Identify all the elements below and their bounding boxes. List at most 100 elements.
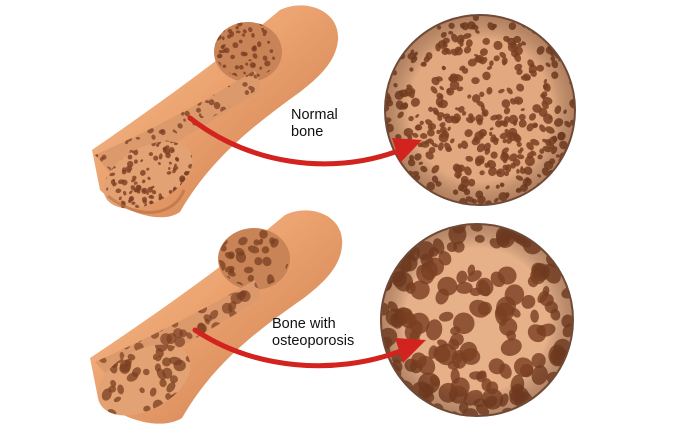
pore xyxy=(552,189,560,200)
pore xyxy=(545,15,555,22)
pore xyxy=(573,169,575,175)
pore xyxy=(261,29,268,34)
pore xyxy=(260,138,264,143)
pore xyxy=(556,233,573,252)
pore xyxy=(118,196,122,201)
pore xyxy=(155,348,164,358)
pore xyxy=(205,100,210,104)
pore xyxy=(169,375,178,384)
osteoporosis-curved-arrow xyxy=(192,327,426,369)
pore xyxy=(159,73,163,77)
pore xyxy=(95,308,100,317)
pore xyxy=(398,228,411,239)
pore xyxy=(132,175,137,180)
pore xyxy=(149,387,157,397)
pore xyxy=(106,123,110,128)
pore xyxy=(174,130,178,134)
pore xyxy=(82,318,96,332)
pore xyxy=(149,200,153,205)
pore xyxy=(564,376,573,394)
pore xyxy=(200,115,204,119)
pore xyxy=(183,206,190,214)
pore xyxy=(563,388,573,409)
pore xyxy=(107,300,115,309)
pore xyxy=(162,280,171,286)
pore xyxy=(126,83,133,90)
pore xyxy=(547,203,558,205)
pore xyxy=(559,236,573,257)
pore xyxy=(567,199,572,203)
pore xyxy=(381,384,390,403)
pore xyxy=(523,197,532,205)
pore xyxy=(186,332,193,339)
pore xyxy=(547,186,552,192)
pore xyxy=(545,183,553,193)
pore xyxy=(378,131,383,137)
pore xyxy=(541,190,546,195)
pore xyxy=(268,174,274,180)
pore xyxy=(135,73,142,80)
pore xyxy=(133,149,139,156)
pore xyxy=(230,54,236,60)
pore xyxy=(516,201,526,205)
pore xyxy=(388,157,395,164)
pore xyxy=(538,189,544,194)
pore xyxy=(244,373,253,383)
pore xyxy=(239,65,244,70)
pore xyxy=(208,99,215,106)
normal-bone-label: Normal bone xyxy=(291,107,338,141)
pore xyxy=(165,152,171,159)
pore xyxy=(209,309,219,320)
pore xyxy=(219,171,223,175)
pore xyxy=(385,130,387,138)
pore xyxy=(166,382,176,393)
pore xyxy=(272,56,276,60)
pore xyxy=(531,15,536,19)
pore xyxy=(133,181,138,185)
pore xyxy=(190,200,194,205)
pore xyxy=(228,175,233,181)
pore xyxy=(385,141,390,145)
pore xyxy=(259,332,262,339)
pore xyxy=(436,206,441,211)
pore xyxy=(396,31,401,36)
pore xyxy=(109,109,113,114)
pore xyxy=(573,74,575,80)
pore xyxy=(141,188,146,193)
pore xyxy=(560,51,566,57)
pore xyxy=(179,176,186,183)
pore xyxy=(236,291,246,300)
pore xyxy=(115,75,121,81)
pore xyxy=(407,15,414,18)
pore xyxy=(545,24,551,30)
pore xyxy=(184,110,190,117)
pore xyxy=(562,204,568,205)
pore xyxy=(566,19,571,25)
pore xyxy=(88,166,94,172)
pore xyxy=(160,129,166,136)
pore xyxy=(187,280,193,284)
pore xyxy=(525,194,531,201)
pore xyxy=(385,19,387,26)
pore xyxy=(558,372,573,393)
pore xyxy=(256,170,260,175)
pore xyxy=(168,147,175,154)
pore xyxy=(460,10,465,15)
pore xyxy=(530,22,538,28)
pore xyxy=(168,161,172,165)
pore xyxy=(142,199,148,204)
pore xyxy=(386,60,394,67)
pore xyxy=(162,357,172,367)
pore xyxy=(387,157,395,165)
osteoporosis-label-line-1: Bone with xyxy=(272,316,336,332)
pore xyxy=(179,280,187,285)
pore xyxy=(381,406,394,416)
pore xyxy=(269,144,275,150)
pore xyxy=(137,280,147,284)
pore xyxy=(193,192,198,197)
pore xyxy=(83,145,87,149)
pore xyxy=(95,326,104,334)
pore xyxy=(563,249,573,260)
pore xyxy=(105,127,112,133)
pore xyxy=(242,382,252,385)
